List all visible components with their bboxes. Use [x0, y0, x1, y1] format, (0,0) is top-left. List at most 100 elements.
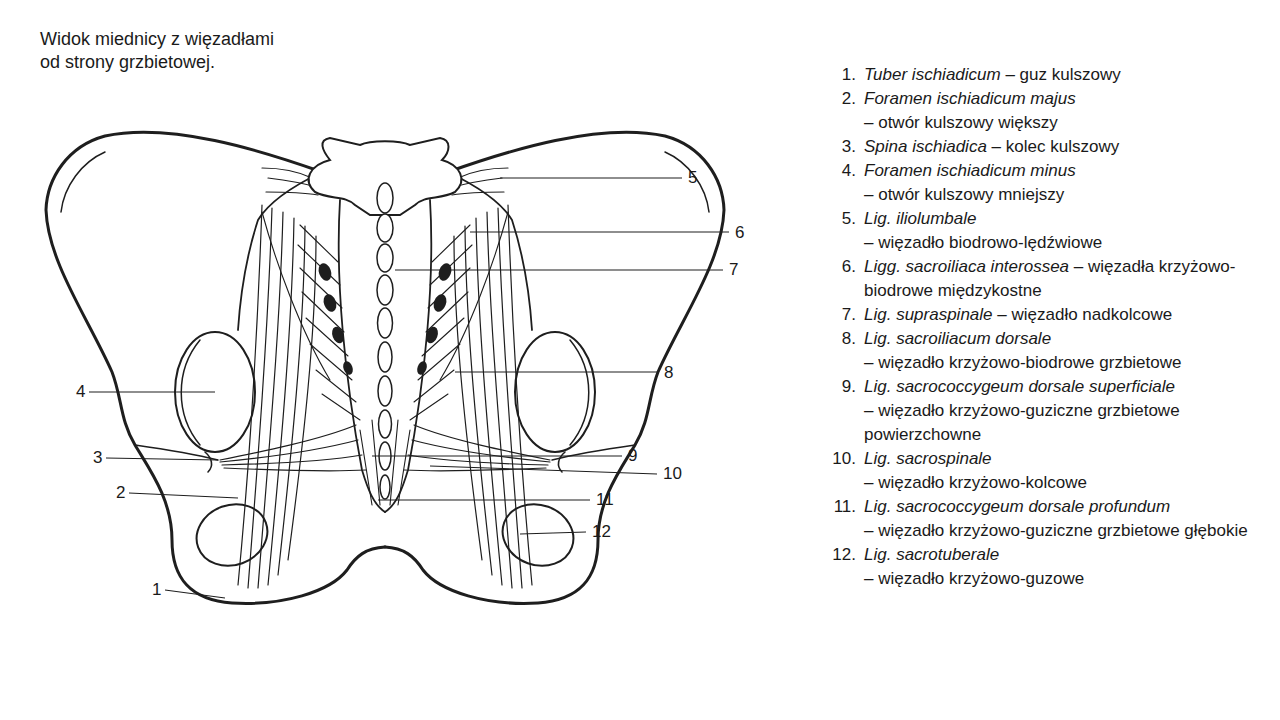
- term-entry: 8.Lig. sacroiliacum dorsale– więzadło kr…: [830, 327, 1270, 375]
- polish-term: – kolec kulszowy: [992, 137, 1120, 156]
- term-entry: 2.Foramen ischiadicum majus – otwór kulsz…: [830, 87, 1270, 135]
- term-entry: 10.Lig. sacrospinale – więzadło krzyżowo-…: [830, 447, 1270, 495]
- callout-number: 9: [628, 445, 637, 467]
- list-number: 12.: [830, 543, 864, 567]
- drawing-stroke: [470, 231, 729, 232]
- list-number: 7.: [830, 303, 864, 327]
- drawing-stroke: [222, 455, 362, 465]
- drawing-stroke: [278, 226, 305, 575]
- drawing-stroke: [378, 308, 393, 338]
- pelvis-half-mirrored: [385, 132, 724, 603]
- bone-outline: [46, 132, 385, 603]
- term-text: Ligg. sacroiliaca interossea– więzadła k…: [864, 255, 1270, 303]
- drawing-stroke: [248, 208, 272, 588]
- drawing-stroke: [262, 168, 312, 178]
- drawing-stroke: [372, 420, 380, 505]
- ischial-spine: [205, 452, 212, 472]
- list-number: 11.: [830, 495, 864, 519]
- drawing-stroke: [266, 192, 318, 195]
- drawing-stroke: [106, 458, 218, 460]
- term-entry: 1.Tuber ischiadicum– guz kulszowy: [830, 63, 1270, 87]
- drawing-stroke: [372, 455, 622, 456]
- drawing-stroke: [378, 499, 590, 500]
- callout-number: 10: [663, 463, 682, 485]
- latin-term: Lig. iliolumbale: [864, 209, 976, 228]
- list-number: 10.: [830, 447, 864, 471]
- latin-term: Foramen ischiadicum majus: [864, 89, 1076, 108]
- pelvis-half: [46, 132, 385, 603]
- posterior-ilium-line: [238, 172, 322, 330]
- callout-number: 12: [592, 521, 611, 543]
- drawing-stroke: [377, 183, 393, 213]
- list-number: 4.: [830, 159, 864, 183]
- drawing-stroke: [321, 292, 338, 313]
- polish-term: – otwór kulszowy większy: [864, 111, 1270, 135]
- iliac-crest-line: [61, 152, 105, 212]
- latin-term: Lig. sacrococcygeum dorsale superficiale: [864, 377, 1175, 396]
- term-text: Spina ischiadica – kolec kulszowy: [864, 135, 1270, 159]
- term-text: Foramen ischiadicum majus – otwór kulszow…: [864, 87, 1270, 135]
- leader-lines: [89, 178, 729, 598]
- list-number: 1.: [830, 63, 864, 87]
- callout-number: 7: [729, 259, 738, 281]
- drawing-stroke: [288, 236, 316, 560]
- term-entry: 7.Lig. supraspinale– więzadło nadkolcowe: [830, 303, 1270, 327]
- drawing-stroke: [455, 371, 658, 372]
- sacral-foramina: [316, 261, 354, 376]
- drawing-stroke: [378, 376, 392, 406]
- drawing-stroke: [129, 493, 238, 498]
- drawing-stroke: [220, 425, 356, 460]
- list-number: 6.: [830, 255, 864, 279]
- polish-term: – guz kulszowy: [1005, 65, 1120, 84]
- callout-number: 3: [93, 447, 102, 469]
- polish-term: – więzadło krzyżowo-kolcowe: [864, 471, 1270, 495]
- term-text: Lig. sacrococcygeum dorsale profundum– w…: [864, 495, 1270, 543]
- callout-number: 5: [688, 167, 697, 189]
- drawing-stroke: [238, 205, 262, 585]
- polish-term: – więzadło krzyżowo-guziczne grzbietowe …: [864, 399, 1270, 447]
- term-entry: 6.Ligg. sacroiliaca interossea– więzadła…: [830, 255, 1270, 303]
- term-entry: 9.Lig. sacrococcygeum dorsale superficia…: [830, 375, 1270, 447]
- term-entry: 11.Lig. sacrococcygeum dorsale profundum…: [830, 495, 1270, 543]
- polish-term: – więzadło nadkolcowe: [997, 305, 1172, 324]
- term-text: Lig. sacrococcygeum dorsale superficiale…: [864, 375, 1270, 447]
- drawing-stroke: [380, 475, 390, 499]
- drawing-stroke: [300, 225, 338, 262]
- callout-number: 8: [664, 362, 673, 384]
- latin-term: Foramen ischiadicum minus: [864, 161, 1076, 180]
- drawing-stroke: [298, 245, 340, 285]
- drawing-stroke: [377, 214, 393, 242]
- sacrococcygeal-fibers: [360, 420, 380, 505]
- drawing-stroke: [500, 177, 682, 178]
- term-text: Lig. sacroiliacum dorsale– więzadło krzy…: [864, 327, 1270, 375]
- term-text: Lig. supraspinale– więzadło nadkolcowe: [864, 303, 1270, 327]
- latin-term: Ligg. sacroiliaca interossea: [864, 257, 1069, 276]
- obturator-foramen: [188, 494, 276, 575]
- list-number: 9.: [830, 375, 864, 399]
- drawing-stroke: [322, 394, 360, 420]
- term-list: 1.Tuber ischiadicum– guz kulszowy2.Foram…: [830, 63, 1270, 591]
- list-number: 2.: [830, 87, 864, 111]
- latin-term: Lig. sacrospinale: [864, 449, 992, 468]
- callout-number: 2: [116, 482, 125, 504]
- drawing-stroke: [377, 244, 393, 272]
- drawing-stroke: [379, 410, 392, 438]
- term-text: Lig. sacrospinale – więzadło krzyżowo-kol…: [864, 447, 1270, 495]
- latin-term: Spina ischiadica: [864, 137, 987, 156]
- drawing-stroke: [316, 261, 333, 282]
- term-text: Foramen ischiadicum minus – otwór kulszow…: [864, 159, 1270, 207]
- drawing-stroke: [302, 292, 344, 332]
- term-text: Tuber ischiadicum– guz kulszowy: [864, 63, 1270, 87]
- term-entry: 5.Lig. iliolumbale– więzadło biodrowo-lę…: [830, 207, 1270, 255]
- list-number: 8.: [830, 327, 864, 351]
- list-number: 3.: [830, 135, 864, 159]
- lumbar-vertebra: [309, 138, 462, 215]
- latin-term: Lig. sacrococcygeum dorsale profundum: [864, 497, 1170, 516]
- term-text: Lig. iliolumbale– więzadło biodrowo-lędź…: [864, 207, 1270, 255]
- drawing-stroke: [360, 430, 372, 505]
- list-number: 5.: [830, 207, 864, 231]
- polish-term: – otwór kulszowy mniejszy: [864, 183, 1270, 207]
- latin-term: Tuber ischiadicum: [864, 65, 1001, 84]
- callout-number: 11: [596, 489, 614, 511]
